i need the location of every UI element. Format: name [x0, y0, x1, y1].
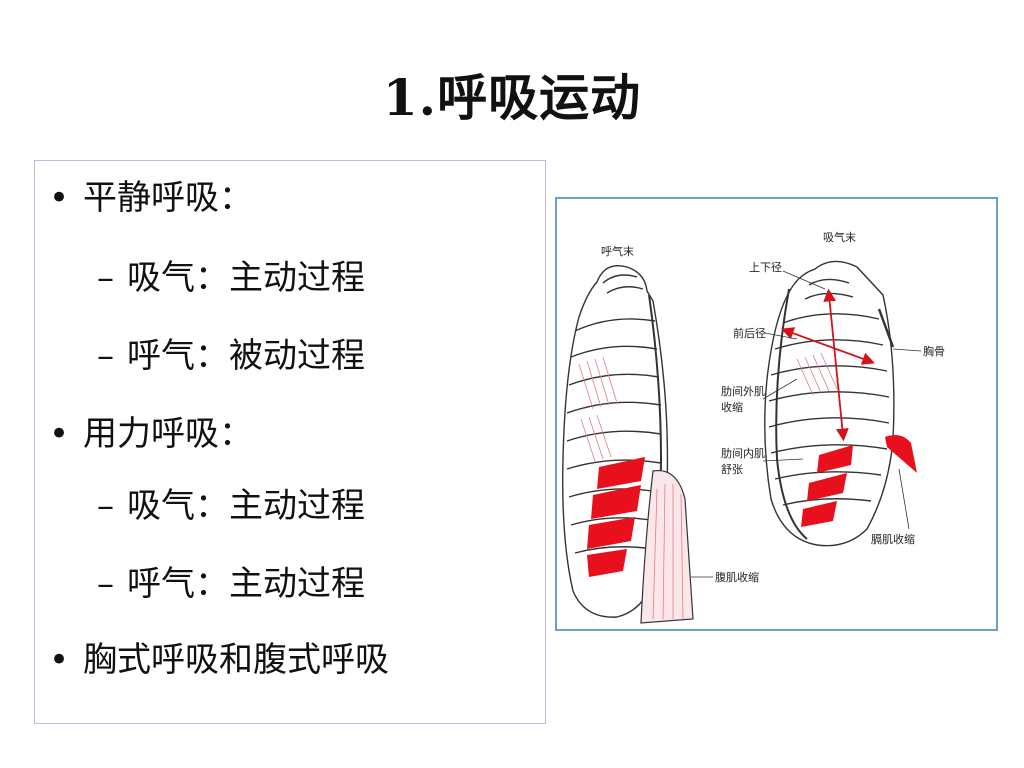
abdominal-muscle-sheet	[640, 469, 694, 624]
label-internal-intercostal-action: 舒张	[721, 462, 743, 476]
diaphragm-muscle	[885, 435, 917, 473]
exhale-muscle-hatching	[578, 356, 618, 462]
sub-bullet-text: 呼气：被动过程	[127, 336, 365, 376]
ribcage-diagram-box: 呼气末 吸气末 上下径 前后径 胸骨 肋间外肌 收缩 肋间内肌 舒张 膈肌收缩 …	[555, 197, 998, 631]
inhale-ribcage	[764, 260, 895, 547]
inhale-muscle-hatching	[796, 352, 838, 396]
dimension-arrows	[780, 288, 876, 442]
sub-bullet-item: –呼气：被动过程	[97, 339, 365, 373]
label-diaphragm: 膈肌收缩	[871, 532, 915, 546]
sub-bullet-item: –呼气：主动过程	[97, 567, 365, 601]
bullet-text: 平静呼吸：	[83, 178, 253, 218]
sub-bullet-text: 吸气：主动过程	[127, 486, 365, 526]
inhale-intercostal-muscles	[801, 445, 853, 527]
bullet-marker: •	[49, 640, 70, 680]
label-abdominal: 腹肌收缩	[715, 570, 759, 584]
bullet-text: 胸式呼吸和腹式呼吸	[83, 640, 389, 680]
label-leader-lines	[691, 270, 922, 578]
sub-bullet-item: –吸气：主动过程	[97, 489, 365, 523]
exhale-intercostal-muscles	[587, 457, 645, 577]
label-internal-intercostal: 肋间内肌	[721, 446, 765, 460]
bullet-marker: •	[49, 178, 70, 218]
bullet-item: • 用力呼吸：	[49, 417, 253, 451]
label-external-intercostal-action: 收缩	[721, 400, 743, 414]
dash-marker: –	[97, 336, 114, 376]
label-external-intercostal: 肋间外肌	[721, 384, 765, 398]
sub-bullet-item: –吸气：主动过程	[97, 261, 365, 295]
bullet-marker: •	[49, 414, 70, 454]
bullet-text: 用力呼吸：	[83, 414, 253, 454]
bullet-list-box: •平静呼吸： –吸气：主动过程 –呼气：被动过程 •用力呼吸： –吸气：主动过程…	[34, 160, 546, 724]
label-inhale-end: 吸气末	[823, 230, 856, 244]
dash-marker: –	[97, 564, 114, 604]
bullet-item: • 平静呼吸：	[49, 181, 253, 215]
ribcage-illustration: 呼气末 吸气末 上下径 前后径 胸骨 肋间外肌 收缩 肋间内肌 舒张 膈肌收缩 …	[562, 230, 945, 624]
bullet-item: • 胸式呼吸和腹式呼吸	[49, 643, 389, 677]
dash-marker: –	[97, 486, 114, 526]
sub-bullet-text: 呼气：主动过程	[127, 564, 365, 604]
sub-bullet-text: 吸气：主动过程	[127, 258, 365, 298]
label-sternum: 胸骨	[923, 344, 945, 358]
dash-marker: –	[97, 258, 114, 298]
label-ap-diameter: 前后径	[733, 326, 766, 340]
label-exhale-end: 呼气末	[601, 244, 634, 258]
slide-title: 1.呼吸运动	[382, 68, 642, 127]
label-vertical-diameter: 上下径	[749, 261, 782, 274]
